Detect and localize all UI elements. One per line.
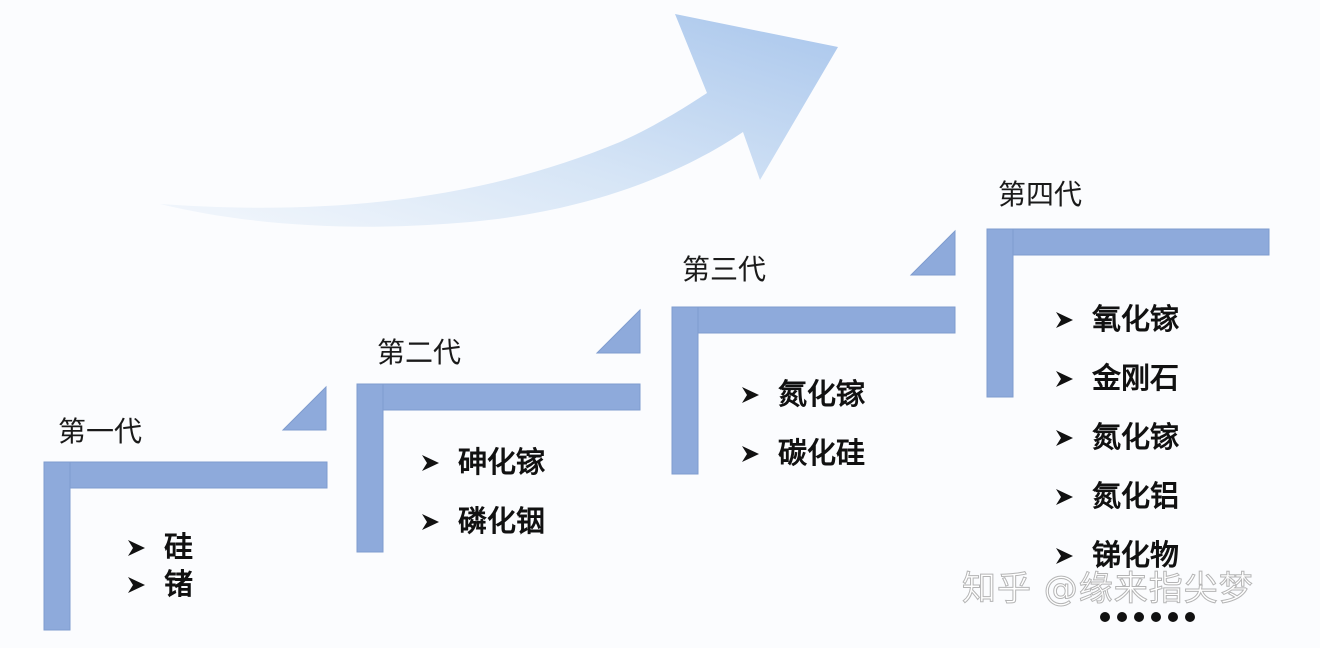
arrowhead-bullet-icon	[422, 454, 439, 471]
dot	[1168, 612, 1178, 622]
material-label: 金刚石	[1092, 361, 1180, 395]
material-label: 硅	[164, 530, 194, 564]
arrowhead-bullet-icon	[742, 445, 759, 462]
list-item: 硅	[126, 533, 193, 562]
list-item: 磷化铟	[420, 507, 545, 536]
dot	[1134, 612, 1144, 622]
generation-3-items: 氮化镓 碳化硅	[740, 380, 865, 468]
material-label: 氧化镓	[1092, 302, 1180, 336]
ellipsis-dots	[1100, 612, 1195, 622]
material-label: 氮化镓	[1092, 420, 1180, 454]
arrowhead-bullet-icon	[1056, 488, 1073, 505]
material-label: 碳化硅	[778, 436, 866, 470]
arrowhead-bullet-icon	[1056, 370, 1073, 387]
arrowhead-bullet-icon	[742, 386, 759, 403]
generation-3-title: 第三代	[682, 253, 767, 286]
list-item: 金刚石	[1054, 364, 1179, 393]
arrowhead-bullet-icon	[422, 513, 439, 530]
list-item: 氮化镓	[740, 380, 865, 409]
step-4-shape	[986, 228, 1270, 398]
generation-4-items: 氧化镓 金刚石 氮化镓 氮化铝 锑化物	[1054, 305, 1179, 570]
material-label: 锑化物	[1092, 538, 1180, 572]
list-item: 锗	[126, 570, 193, 599]
material-label: 砷化镓	[458, 445, 546, 479]
generation-2-items: 砷化镓 磷化铟	[420, 448, 545, 536]
list-item: 氮化镓	[1054, 423, 1179, 452]
generation-1-items: 硅 锗	[126, 533, 193, 599]
list-item: 氮化铝	[1054, 482, 1179, 511]
material-label: 氮化镓	[778, 377, 866, 411]
dot	[1185, 612, 1195, 622]
arrowhead-bullet-icon	[1056, 429, 1073, 446]
dot	[1151, 612, 1161, 622]
growth-arrow-icon	[160, 14, 838, 227]
arrowhead-bullet-icon	[1056, 547, 1073, 564]
step-2-shape	[356, 308, 641, 553]
list-item: 锑化物	[1054, 541, 1179, 570]
dot	[1117, 612, 1127, 622]
generation-4-title: 第四代	[998, 178, 1083, 211]
arrowhead-bullet-icon	[128, 576, 145, 593]
material-label: 氮化铝	[1092, 479, 1180, 513]
material-label: 锗	[164, 567, 194, 601]
watermark: 知乎 @缘来指尖梦	[962, 569, 1254, 609]
list-item: 氧化镓	[1054, 305, 1179, 334]
arrowhead-bullet-icon	[128, 539, 145, 556]
list-item: 碳化硅	[740, 439, 865, 468]
generation-1-title: 第一代	[58, 415, 143, 448]
step-1-shape	[43, 385, 328, 631]
generation-2-title: 第二代	[377, 336, 462, 369]
arrowhead-bullet-icon	[1056, 311, 1073, 328]
dot	[1100, 612, 1110, 622]
step-3-shape	[671, 229, 956, 475]
list-item: 砷化镓	[420, 448, 545, 477]
material-label: 磷化铟	[458, 504, 546, 538]
